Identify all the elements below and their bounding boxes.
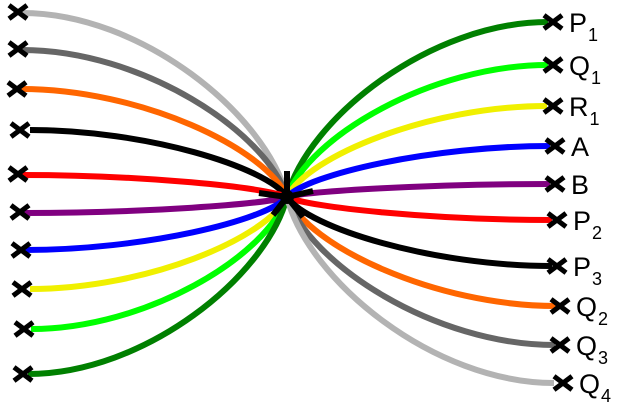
cross-marker-icon [6,80,28,98]
endpoint-label: P1 [569,8,598,45]
cross-marker-icon [549,297,571,315]
right-line-0 [284,19,549,198]
endpoint-label: B [571,170,589,200]
right-line-8 [284,196,556,348]
cross-marker-icon [542,97,564,115]
right-line-1 [284,62,549,199]
cross-marker-icon [7,3,29,21]
endpoint-label: Q4 [579,369,611,406]
endpoint-label: Q2 [576,292,608,329]
left-line-2 [20,86,290,199]
center-star-icon [258,171,314,219]
cross-marker-icon [10,241,32,259]
cross-marker-icon [542,56,564,74]
cross-marker-icon [9,203,31,221]
left-line-1 [21,47,290,198]
cross-marker-icon [546,257,568,275]
endpoint-label: P2 [573,206,602,243]
cross-marker-icon [12,365,34,383]
connection-lines [20,10,557,386]
right-line-4 [286,181,551,200]
endpoint-label: Q3 [576,331,608,368]
cross-marker-icon [7,40,29,58]
right-line-5 [285,194,553,223]
left-line-6 [24,194,290,253]
left-line-5 [23,194,288,216]
endpoint-label: Q1 [569,51,601,88]
cross-marker-icon [549,336,571,354]
cross-marker-icon [552,374,574,392]
right-line-2 [284,103,548,199]
endpoint-label: R1 [569,92,600,129]
cross-marker-icon [544,137,566,155]
left-line-8 [30,195,290,332]
cross-marker-icon [546,211,568,229]
cross-marker-icon [544,175,566,193]
left-line-4 [21,172,289,200]
left-line-3 [29,127,290,199]
cross-marker-icon [9,121,31,139]
endpoint-markers [6,3,574,392]
cross-marker-icon [11,280,33,298]
left-line-9 [27,196,290,377]
right-line-3 [284,143,551,200]
cross-marker-icon [7,165,29,183]
left-line-0 [21,10,290,198]
right-line-9 [284,196,555,386]
cross-marker-icon [542,13,564,31]
endpoint-label: P3 [573,252,602,289]
endpoint-label: A [571,132,589,162]
cross-marker-icon [13,320,35,338]
